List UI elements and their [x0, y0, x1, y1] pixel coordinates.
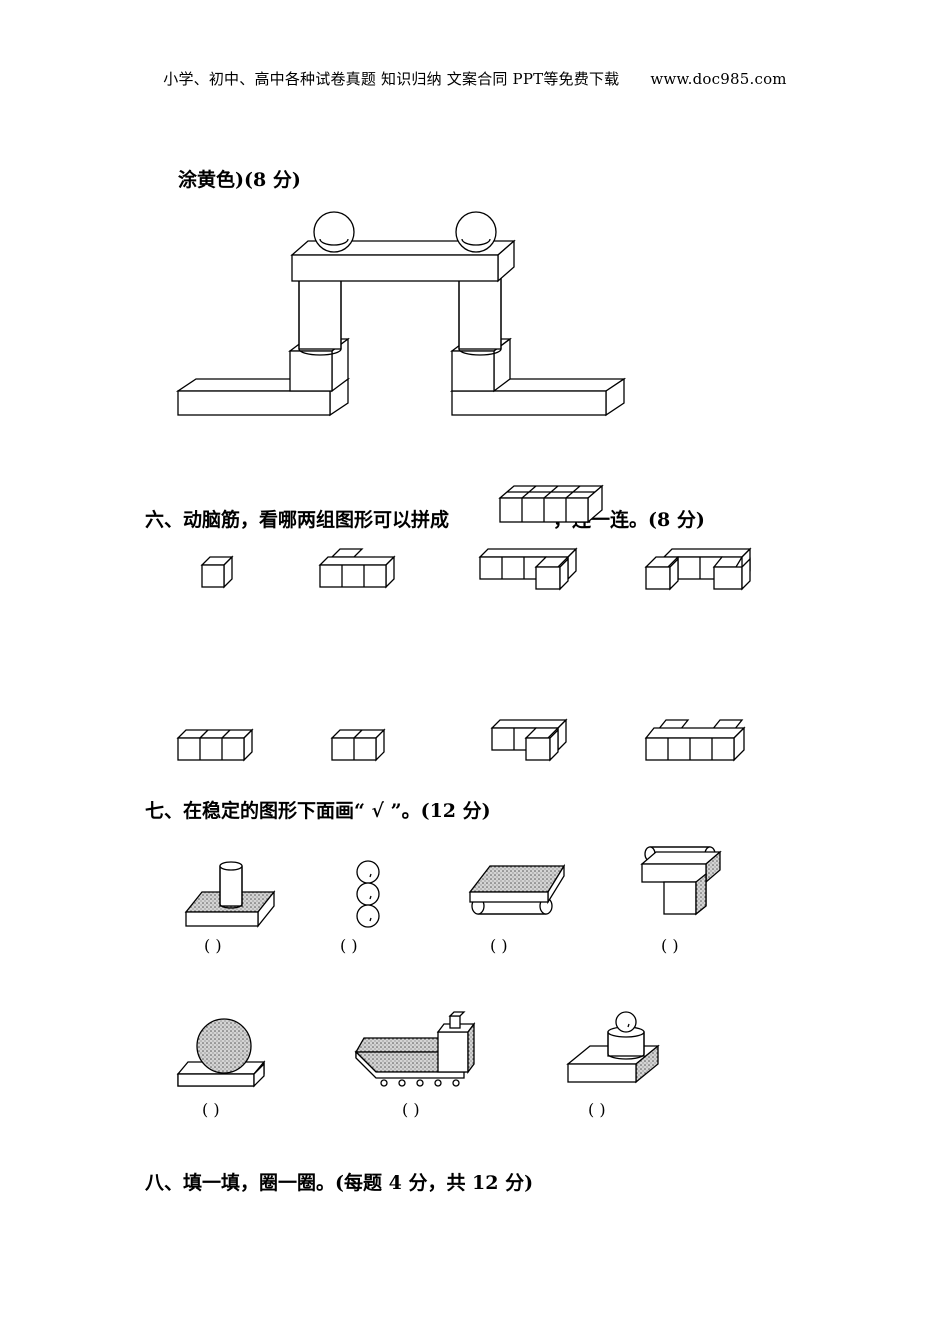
q7-figure-4-roller-on-cube [640, 846, 722, 916]
q6-title: 六、动脑筋，看哪两组图形可以拼成，连一连。(8 分) [145, 505, 705, 532]
left-cylinder [298, 276, 342, 356]
q7-answer-7[interactable]: ( ) [588, 1100, 606, 1119]
q6-piece-bottom-2 [330, 728, 386, 762]
page-header: 小学、初中、高中各种试卷真题 知识归纳 文案合同 PPT等免费下载 www.do… [0, 68, 950, 89]
q7-title: 七、在稳定的图形下面画“ √ ”。(12 分) [145, 800, 491, 822]
header-text: 小学、初中、高中各种试卷真题 知识归纳 文案合同 PPT等免费下载 [163, 70, 620, 88]
q7-answer-4[interactable]: ( ) [661, 936, 679, 955]
left-ball [313, 211, 355, 253]
q5-tail: 涂黄色)(8 分) [178, 169, 301, 191]
q7-figure-7-ball-on-cylinder [566, 1011, 660, 1084]
wheels [380, 1079, 460, 1087]
q7-answer-3[interactable]: ( ) [490, 936, 508, 955]
q7-answer-6[interactable]: ( ) [402, 1100, 420, 1119]
right-cylinder [458, 276, 502, 356]
q7-figure-3-slab-on-roller [468, 863, 566, 915]
header-site: www.doc985.com [650, 70, 787, 88]
q7-figure-5-ball-on-slab [176, 1018, 266, 1088]
right-ball [455, 211, 497, 253]
q5-arch-figure [175, 211, 627, 417]
q6-target-shape [498, 484, 604, 524]
q7-figure-6-slab-with-box [354, 1011, 476, 1087]
q6-piece-top-4 [644, 547, 752, 591]
q7-figure-1-cylinder-on-slab [184, 861, 276, 928]
q6-piece-top-3 [478, 547, 578, 591]
q6-piece-bottom-4 [644, 719, 746, 762]
q7-answer-2[interactable]: ( ) [340, 936, 358, 955]
q6-piece-bottom-3 [490, 718, 568, 762]
q7-figure-2-stacked-balls [356, 860, 380, 928]
q6-piece-top-1 [200, 555, 234, 589]
q6-title-before: 六、动脑筋，看哪两组图形可以拼成 [145, 509, 450, 531]
q6-piece-bottom-1 [176, 728, 254, 762]
q7-answer-5[interactable]: ( ) [202, 1100, 220, 1119]
q6-piece-top-2 [318, 548, 396, 589]
q8-title: 八、填一填，圈一圈。(每题 4 分，共 12 分) [145, 1172, 534, 1194]
q7-answer-1[interactable]: ( ) [204, 936, 222, 955]
